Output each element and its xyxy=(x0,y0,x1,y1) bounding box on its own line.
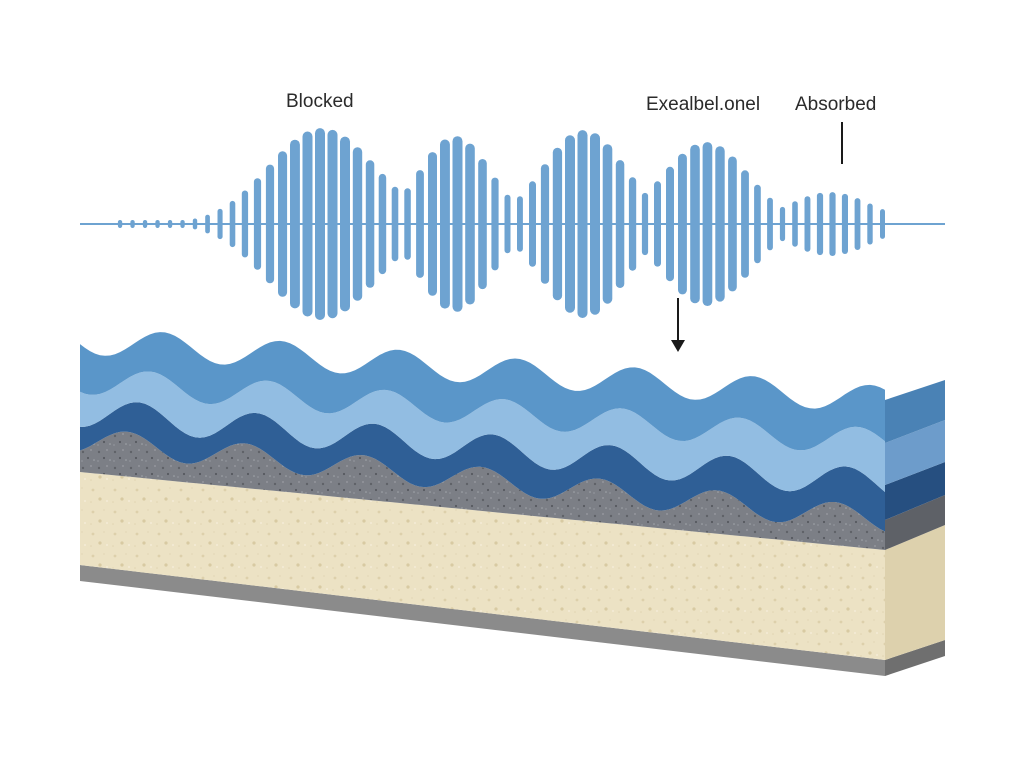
wave-bar xyxy=(478,159,487,290)
wave-bar xyxy=(205,214,210,234)
wave-bar xyxy=(440,139,450,309)
wave-bar xyxy=(130,220,135,228)
wave-bar xyxy=(666,166,674,282)
wave-bar xyxy=(315,128,325,320)
arrow-down-icon xyxy=(671,340,685,352)
wave-bar xyxy=(628,177,637,271)
wave-bar xyxy=(491,177,499,271)
wave-bar xyxy=(529,181,536,267)
wave-bar xyxy=(754,184,761,264)
wave-bar xyxy=(678,153,687,295)
sand-layer xyxy=(80,472,885,660)
wave-bar xyxy=(741,170,749,278)
wave-bar xyxy=(602,144,613,304)
wave-bar xyxy=(590,133,600,315)
wave-bar xyxy=(327,129,338,319)
wave-bar xyxy=(552,147,563,301)
label-middle: Exealbel.onel xyxy=(646,94,760,115)
wave-bar xyxy=(142,220,148,228)
wave-bar xyxy=(167,220,173,228)
wave-bar xyxy=(880,209,885,239)
gravel-layer xyxy=(80,431,885,550)
material-block xyxy=(80,332,945,676)
wave-bar xyxy=(690,144,700,304)
wave-bar xyxy=(378,173,387,275)
light-blue-side xyxy=(885,420,945,485)
top-blue-layer xyxy=(80,332,885,451)
wave-bar xyxy=(517,196,523,252)
label-blocked: Blocked xyxy=(286,91,354,112)
wave-bar xyxy=(654,181,661,267)
wave-bar xyxy=(867,203,873,245)
wave-bar xyxy=(155,220,160,228)
wave-bar xyxy=(615,160,625,288)
wave-bar xyxy=(265,164,275,284)
wave-bar xyxy=(577,130,588,318)
wave-bar xyxy=(340,136,350,312)
dark-blue-layer xyxy=(80,402,885,532)
wave-bar xyxy=(565,135,575,313)
wave-bars xyxy=(117,128,885,320)
wave-bar xyxy=(804,196,811,252)
waveform xyxy=(80,128,945,320)
wave-bar xyxy=(854,198,861,250)
wave-bar xyxy=(391,186,399,262)
wave-bar xyxy=(352,147,363,301)
wave-bar xyxy=(728,156,737,292)
wave-bar xyxy=(779,206,786,242)
wave-bar xyxy=(465,143,475,305)
wave-bar xyxy=(229,200,236,248)
top-blue-side xyxy=(885,380,945,443)
wave-bar xyxy=(829,192,836,256)
wave-bar xyxy=(715,146,725,302)
label-absorbed: Absorbed xyxy=(795,94,876,115)
wave-bar xyxy=(180,220,185,228)
wave-bar xyxy=(816,192,824,256)
arrow-middle xyxy=(671,298,685,352)
gravel-side xyxy=(885,495,945,550)
wave-bar xyxy=(428,152,437,296)
wave-bar xyxy=(302,131,313,317)
wave-bar xyxy=(841,193,848,254)
wave-bar xyxy=(365,160,375,288)
wave-bar xyxy=(404,188,411,260)
wave-bar xyxy=(192,218,198,230)
light-blue-layer xyxy=(80,371,885,492)
sand-side xyxy=(885,525,945,660)
base-plate-side xyxy=(885,640,945,676)
wave-bar xyxy=(416,170,424,278)
wave-bar xyxy=(278,151,288,297)
wave-bar xyxy=(792,201,798,247)
wave-bar xyxy=(253,178,262,270)
wave-bar xyxy=(540,164,550,284)
wave-bar xyxy=(504,194,511,254)
wave-bar xyxy=(290,139,300,309)
wave-bar xyxy=(702,142,713,306)
wave-bar xyxy=(641,192,649,256)
dark-blue-side xyxy=(885,462,945,520)
wave-bar xyxy=(241,190,249,258)
wave-bar xyxy=(452,136,463,312)
wave-bar xyxy=(767,197,773,251)
wave-bar xyxy=(117,220,123,228)
wave-bar xyxy=(217,208,223,240)
base-plate-layer xyxy=(80,565,885,676)
